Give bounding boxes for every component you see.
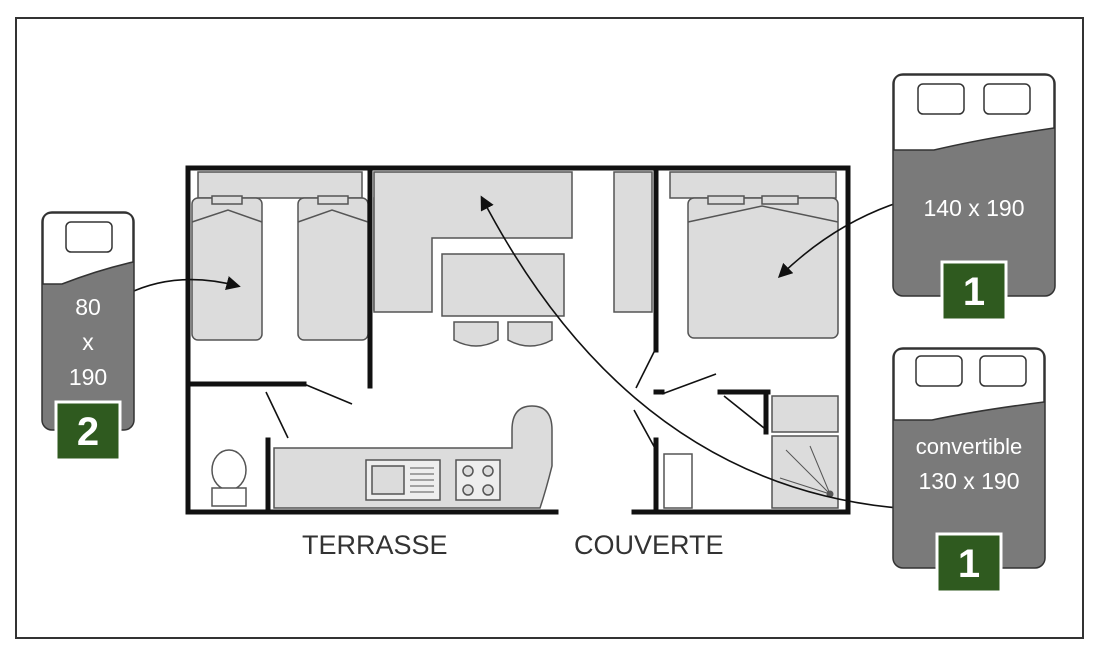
furniture <box>191 171 839 509</box>
double-bed <box>687 197 839 339</box>
toilet-tank <box>211 487 247 507</box>
double-pillow-left <box>707 195 745 205</box>
convertible-pillow-right <box>979 355 1027 387</box>
kitchen-cabinet <box>373 171 573 313</box>
double-bed-pillow-left <box>917 83 965 115</box>
legend-single-beds: 80 x 190 2 <box>41 211 135 462</box>
walls <box>185 165 851 515</box>
double-pillow-right <box>761 195 799 205</box>
convertible-size: 130 x 190 <box>918 468 1019 494</box>
burner-2 <box>482 465 494 477</box>
burner-3 <box>462 484 474 496</box>
convertible-count-badge <box>935 532 1003 594</box>
terrace-left-word: TERRASSE <box>302 530 448 560</box>
single-bed-size-line2: x <box>82 329 94 355</box>
wardrobe-right <box>613 171 653 313</box>
single-bed-pillow <box>65 221 113 253</box>
burner-4 <box>482 484 494 496</box>
right-headboard <box>669 171 837 199</box>
terrace-label: TERRASSE COUVERTE <box>302 530 724 560</box>
convertible-pillow-left <box>915 355 963 387</box>
burner-1 <box>462 465 474 477</box>
dining-table <box>441 253 565 317</box>
twin-pillow-right <box>317 195 349 205</box>
legend-double-bed: 140 x 190 1 <box>892 73 1056 322</box>
legend-convertible: convertible 130 x 190 1 <box>892 347 1046 594</box>
terrace-right-word: COUVERTE <box>574 530 724 560</box>
stove <box>455 459 501 501</box>
toilet-bowl <box>211 449 247 491</box>
cabinet-small <box>663 453 693 509</box>
arrow-convertible <box>480 195 969 512</box>
double-bed-size: 140 x 190 <box>923 195 1024 221</box>
single-bed-size-line1: 80 <box>75 294 101 320</box>
fixture-details <box>410 445 834 498</box>
single-bed-size-line3: 190 <box>69 364 107 390</box>
doors <box>265 347 765 451</box>
single-bed-count-badge <box>54 400 122 462</box>
sink-basin <box>371 465 405 495</box>
chair-right <box>507 321 553 347</box>
twin-pillow-left <box>211 195 243 205</box>
floor-plan: TERRASSE COUVERTE <box>115 165 969 560</box>
left-headboard <box>197 171 363 199</box>
double-bed-count-badge <box>940 260 1008 322</box>
single-bed-count: 2 <box>77 410 99 454</box>
double-bed-pillow-right <box>983 83 1031 115</box>
washbasin <box>771 395 839 433</box>
double-bed-count: 1 <box>963 270 985 314</box>
twin-bed-left-fold <box>191 209 263 223</box>
convertible-count: 1 <box>958 542 980 586</box>
twin-bed-left <box>191 197 263 341</box>
exterior-wall <box>185 165 851 515</box>
twin-bed-right <box>297 197 369 341</box>
double-bed-fold <box>687 205 839 223</box>
convertible-label: convertible <box>916 434 1022 459</box>
twin-bed-right-fold <box>297 209 369 223</box>
chair-left <box>453 321 499 347</box>
